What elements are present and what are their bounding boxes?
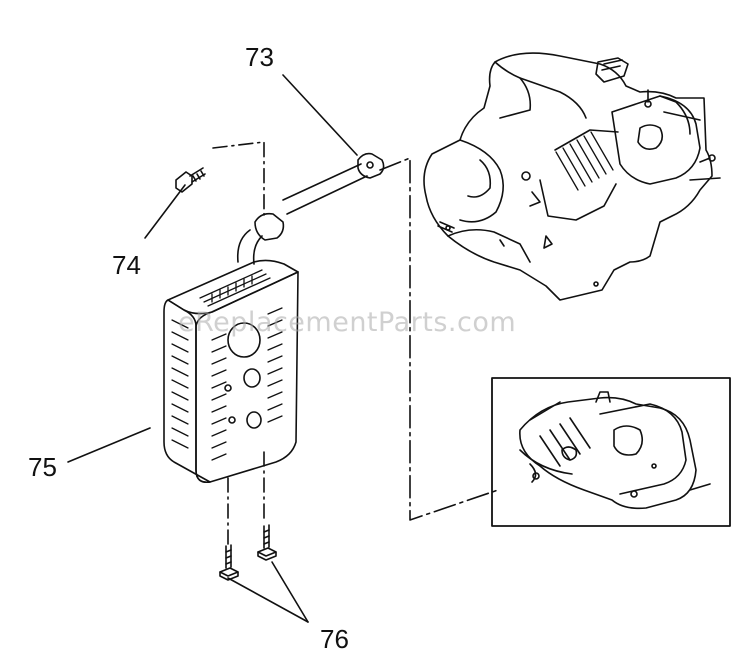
muffler-part-75	[163, 259, 299, 484]
callout-74: 74	[112, 250, 141, 280]
callout-73: 73	[245, 42, 274, 72]
screw-part-74	[175, 167, 206, 193]
callout-76: 76	[320, 624, 349, 654]
alignment-line-to-inset	[379, 157, 499, 521]
callout-75: 75	[28, 452, 57, 482]
alignment-lines	[212, 141, 265, 549]
watermark-text: eReplacementParts.com	[178, 307, 517, 338]
leader-lines	[67, 74, 358, 623]
exhaust-pipe-part-73	[236, 152, 385, 265]
bolts-part-76	[219, 524, 277, 581]
detail-inset	[491, 377, 731, 527]
engine-block	[423, 52, 721, 301]
